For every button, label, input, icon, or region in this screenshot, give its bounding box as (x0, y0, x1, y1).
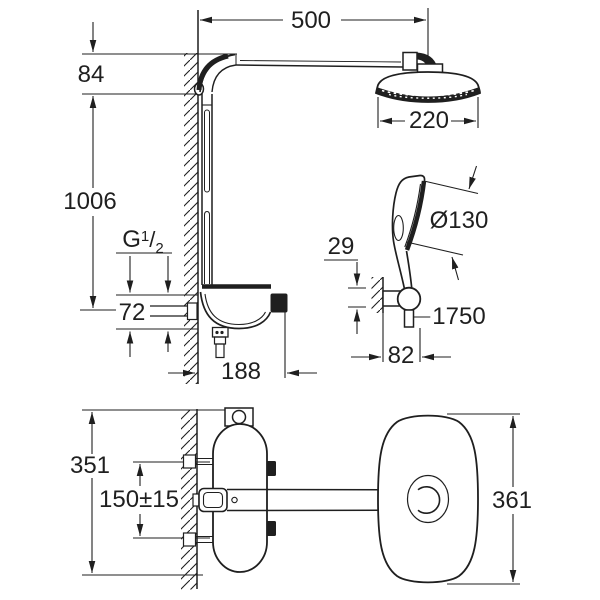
dim-hand-shower-diameter-label: Ø130 (427, 207, 491, 234)
thread-slash: / (149, 227, 156, 252)
reference-lines-side (80, 8, 479, 378)
dimension-lines-side (89, 16, 478, 377)
thermostat-valve-side (150, 284, 288, 359)
dim-inlet-spacing-label: 150±15 (97, 486, 181, 513)
dim-arm-drop-label: 84 (75, 61, 107, 88)
dim-head-length-label: 361 (489, 487, 535, 514)
wall-hatch-side (184, 10, 199, 384)
dim-inlet-offset-label: 72 (116, 299, 148, 326)
reference-lines-plan (82, 409, 520, 585)
hand-shower (391, 174, 427, 290)
dim-arm-reach-label: 500 (288, 7, 334, 34)
dim-thread-label: G1/2 (120, 226, 166, 256)
thread-sup: 1 (140, 228, 150, 245)
wall-bracket (371, 277, 422, 328)
overhead-shower-head-plan (377, 414, 479, 584)
dimension-lines-plan (88, 412, 517, 582)
dim-valve-depth-label: 188 (218, 358, 264, 385)
shower-arm (196, 51, 444, 93)
dim-holder-depth-label: 82 (385, 342, 417, 369)
side-view (80, 8, 481, 384)
thermostat-valve-plan (182, 407, 276, 573)
dim-rail-height-label: 1006 (61, 188, 119, 215)
thread-sub: 2 (155, 240, 164, 257)
dim-hose-length-label: 1750 (430, 303, 488, 330)
overhead-shower-head-side (374, 71, 481, 103)
dim-head-diameter-label: 220 (406, 107, 452, 134)
plan-view (82, 407, 520, 590)
thread-base: G (122, 226, 141, 253)
dim-holder-offset-label: 29 (325, 233, 357, 260)
dim-valve-height-label: 351 (67, 452, 113, 479)
